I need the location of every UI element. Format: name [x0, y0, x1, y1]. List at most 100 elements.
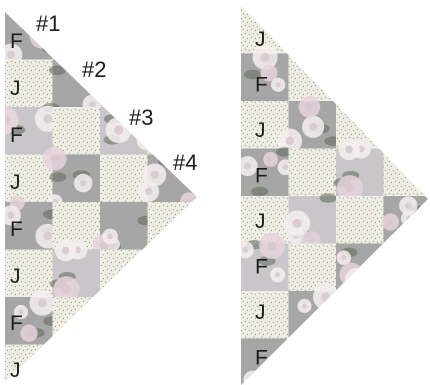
f-fabric-square: [384, 6, 430, 54]
f-fabric-tile: [289, 284, 344, 338]
blossom-center: [269, 376, 277, 384]
blossom-motif: [101, 304, 115, 318]
right-column-letter-8: F: [255, 347, 268, 370]
leaf-motif: [213, 226, 230, 236]
blossom-motif: [224, 131, 239, 146]
blossom-center: [161, 363, 169, 371]
leaf-motif: [49, 172, 66, 182]
f-fabric-tile: [377, 291, 430, 346]
j-fabric-square: [384, 149, 430, 197]
blossom-motif: [156, 263, 173, 280]
blossom-center: [144, 136, 152, 144]
blossom-center: [345, 146, 353, 154]
blossom-motif: [341, 47, 356, 62]
j-fabric-tile: [100, 345, 148, 385]
blossom-motif: [345, 268, 368, 291]
row-number-3: #3: [129, 105, 153, 130]
j-fabric-square: [384, 244, 430, 292]
blossom-motif: [262, 368, 286, 385]
blossom-motif: [191, 105, 208, 122]
blossom-center: [374, 83, 383, 92]
blossom-center: [406, 216, 412, 222]
leaf-motif: [265, 373, 282, 383]
j-fabric-tile: [195, 60, 243, 108]
blossom-motif: [379, 126, 398, 145]
blossom-center: [73, 344, 78, 349]
leaf-motif: [212, 120, 229, 130]
leaf-motif: [118, 13, 135, 23]
f-fabric-tile: [284, 193, 337, 250]
blossom-motif: [386, 33, 402, 49]
blossom-center: [43, 232, 52, 241]
blossom-center: [162, 268, 168, 274]
right-column-letter-2: F: [255, 74, 268, 97]
right-column-letter-4: F: [255, 165, 268, 188]
blossom-motif: [213, 96, 239, 122]
blossom-center: [391, 38, 396, 43]
leaf-motif: [377, 298, 394, 308]
j-fabric-tile: [195, 250, 243, 298]
j-fabric-tile: [384, 244, 430, 292]
j-fabric-square: [336, 291, 384, 339]
leaf-motif: [359, 264, 376, 274]
blossom-center: [256, 380, 264, 385]
leaf-motif: [183, 58, 200, 68]
blossom-center: [26, 330, 32, 336]
blossom-center: [114, 126, 123, 135]
f-fabric-tile: [144, 58, 200, 107]
blossom-center: [235, 22, 240, 27]
blossom-center: [149, 281, 156, 288]
f-fabric-tile: [423, 332, 430, 385]
f-fabric-square: [384, 101, 430, 149]
f-fabric-square: [100, 12, 148, 60]
j-fabric-tile: [195, 345, 243, 385]
blossom-center: [268, 157, 273, 162]
blossom-center: [75, 370, 80, 375]
leaf-motif: [105, 301, 122, 311]
blossom-center: [199, 320, 205, 326]
row-number-1: #1: [36, 11, 60, 36]
blossom-center: [341, 255, 346, 260]
j-fabric-tile: [53, 107, 101, 155]
f-fabric-square: [195, 12, 243, 60]
left-column-letter-4: J: [10, 171, 21, 194]
f-fabric-tile: [100, 3, 148, 59]
blossom-center: [345, 184, 354, 193]
blossom-center: [218, 317, 224, 323]
blossom-center: [346, 52, 351, 57]
f-fabric-square: [195, 202, 243, 250]
leaf-motif: [263, 380, 280, 385]
blossom-center: [286, 137, 295, 146]
j-fabric-square: [100, 345, 148, 385]
blossom-center: [321, 292, 330, 301]
j-fabric-square: [336, 6, 384, 54]
f-fabric-square: [148, 345, 196, 385]
left-column-letter-7: F: [10, 312, 23, 335]
leaf-motif: [159, 264, 176, 274]
leaf-motif: [49, 66, 66, 76]
blossom-motif: [211, 297, 229, 315]
f-fabric-tile: [93, 202, 154, 256]
blossom-motif: [119, 23, 136, 40]
blossom-center: [326, 7, 334, 15]
left-column-letter-1: F: [10, 30, 23, 53]
blossom-motif: [193, 314, 210, 331]
leaf-motif: [140, 363, 157, 373]
left-column-letter-5: F: [10, 218, 23, 241]
blossom-center: [80, 180, 87, 187]
leaf-motif: [200, 103, 217, 113]
leaf-motif: [395, 115, 412, 125]
leaf-motif: [42, 44, 59, 54]
f-fabric-tile: [45, 339, 100, 385]
blossom-center: [116, 329, 124, 337]
blossom-motif: [392, 114, 409, 131]
blossom-motif: [174, 361, 197, 384]
leaf-motif: [251, 187, 268, 197]
leaf-motif: [213, 333, 230, 343]
blossom-center: [370, 363, 378, 371]
blossom-motif: [423, 332, 430, 352]
blossom-motif: [71, 365, 86, 380]
row-number-2: #2: [82, 57, 106, 82]
j-fabric-square: [53, 107, 101, 155]
f-fabric-tile: [100, 297, 148, 345]
